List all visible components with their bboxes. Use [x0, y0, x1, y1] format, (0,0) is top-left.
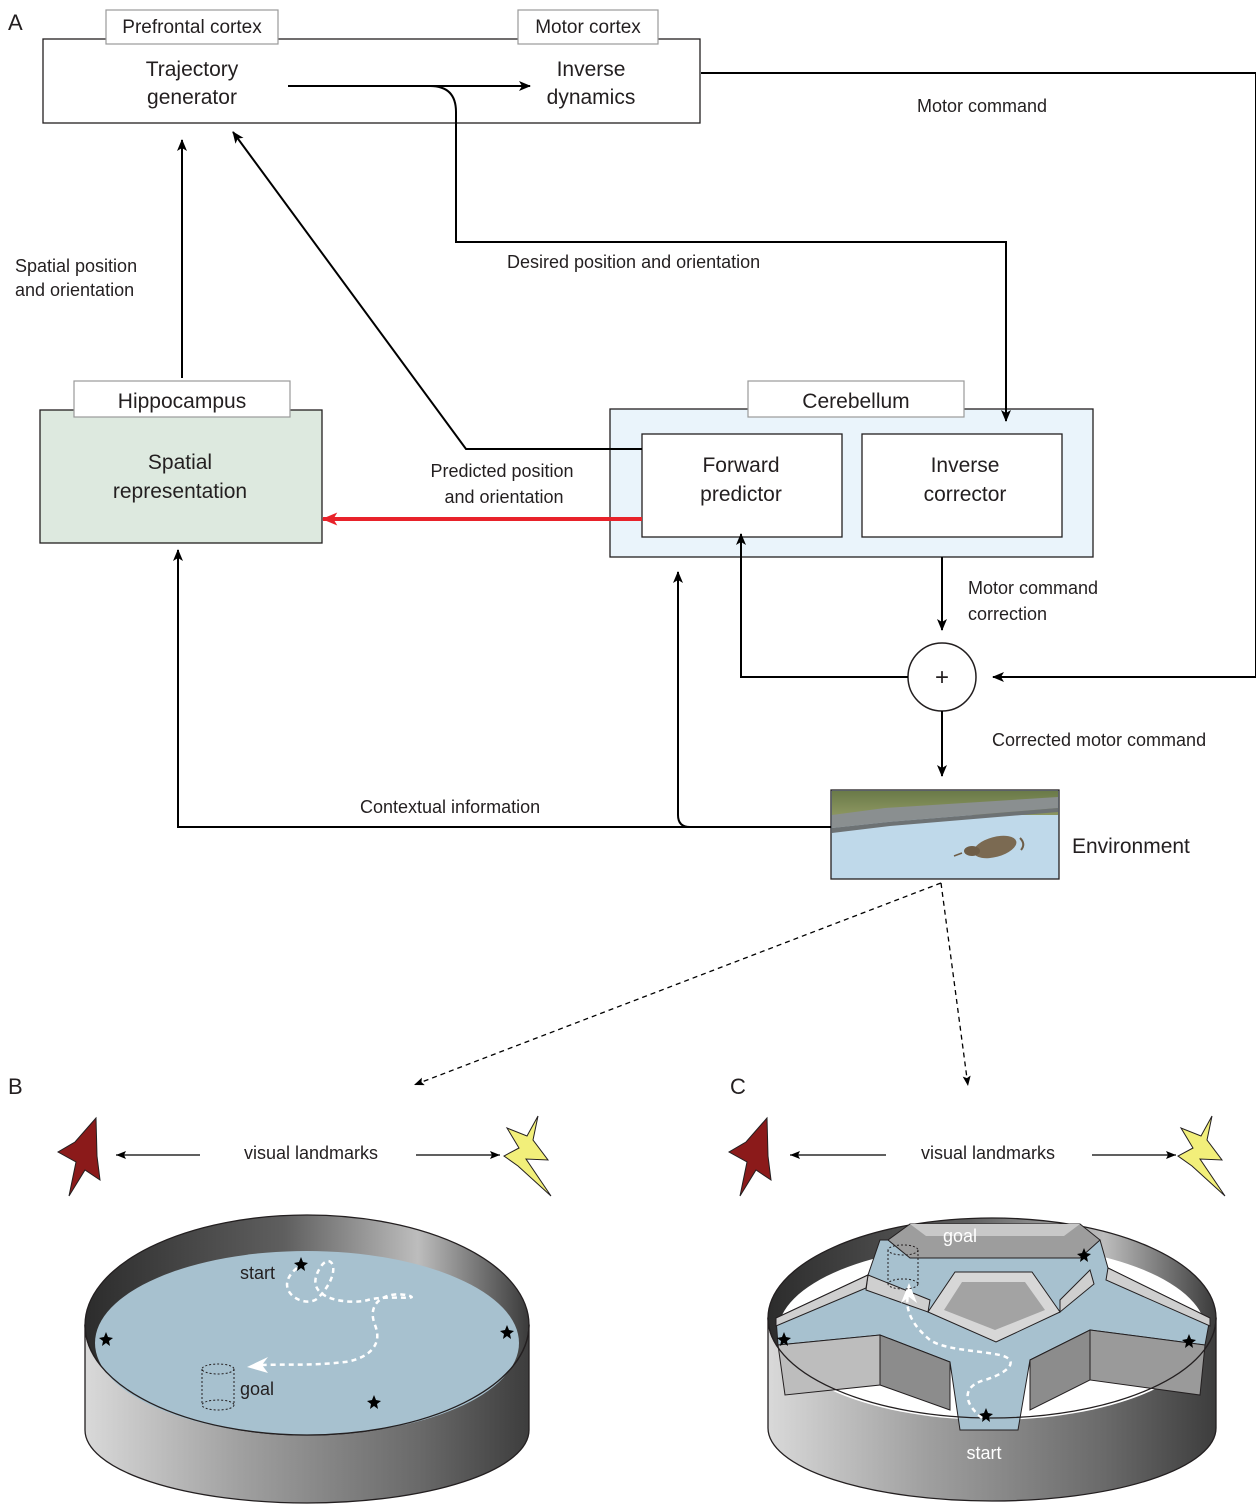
- arrow-forward-to-trajectory: [232, 131, 642, 450]
- start-label-c: start: [966, 1443, 1001, 1463]
- goal-label-c: goal: [943, 1226, 977, 1246]
- arrow-sum-to-forward: [736, 533, 908, 678]
- inverse-corrector-line1: Inverse: [931, 454, 1000, 477]
- panel-label-a: A: [8, 10, 23, 35]
- visual-landmarks-label-c: visual landmarks: [921, 1143, 1055, 1163]
- visual-landmarks-label-b: visual landmarks: [244, 1143, 378, 1163]
- yellow-star-landmark-c: [1177, 1115, 1226, 1197]
- wall-cue-star-b3: [500, 1325, 514, 1339]
- dashed-arrow-to-panel-c: [940, 882, 971, 1087]
- cortex-box: [42, 38, 701, 124]
- hippocampus-box: [39, 409, 323, 544]
- prefrontal-cortex-label: Prefrontal cortex: [122, 17, 262, 38]
- arrow-desired-to-inverse-corrector: [429, 85, 1011, 422]
- panel-label-c: C: [730, 1074, 746, 1099]
- wall-cue-star-c3: [1182, 1334, 1196, 1348]
- swim-path-b: [261, 1259, 414, 1367]
- arrow-context-to-cerebellum: [673, 571, 691, 828]
- inverse-dynamics-line1: Inverse: [557, 58, 626, 81]
- inverse-corrector-box: [861, 433, 1063, 538]
- wall-cue-star-b2: [99, 1332, 113, 1346]
- spatial-representation-line1: Spatial: [148, 451, 212, 474]
- swim-path-arrowhead-c: [901, 1283, 917, 1303]
- desired-position-label: Desired position and orientation: [507, 252, 760, 272]
- forward-predictor-line1: Forward: [702, 454, 779, 477]
- hippocampus-tab: [73, 380, 291, 418]
- yellow-star-landmark: [503, 1115, 552, 1197]
- environment-label: Environment: [1072, 835, 1190, 858]
- spatial-position-line2: and orientation: [15, 280, 134, 300]
- swim-path-arrowhead-b: [247, 1357, 268, 1373]
- motor-cortex-label: Motor cortex: [535, 17, 641, 38]
- predicted-position-line2: and orientation: [444, 487, 563, 507]
- cerebellum-label: Cerebellum: [802, 390, 909, 413]
- predicted-position-line1: Predicted position: [430, 461, 573, 481]
- star-maze-c: [767, 1217, 1217, 1502]
- corrected-command-label: Corrected motor command: [992, 730, 1206, 750]
- water-maze-b: [84, 1214, 530, 1504]
- environment-image: [830, 789, 1060, 880]
- trajectory-generator-line1: Trajectory: [146, 58, 239, 81]
- contextual-information-label: Contextual information: [360, 797, 540, 817]
- wall-cue-star-c2: [777, 1332, 791, 1346]
- prefrontal-tab: [105, 9, 279, 45]
- forward-predictor-box: [641, 433, 843, 538]
- dashed-arrow-to-panel-b: [413, 882, 942, 1086]
- motor-correction-line2: correction: [968, 604, 1047, 624]
- inverse-dynamics-line2: dynamics: [547, 86, 636, 109]
- forward-predictor-line2: predictor: [700, 483, 782, 506]
- wall-cue-star-b1: [294, 1257, 308, 1271]
- arrow-context-to-spatial: [173, 549, 831, 828]
- summation-symbol: +: [935, 664, 949, 691]
- hidden-platform-c: [887, 1244, 919, 1290]
- start-label-b: start: [240, 1263, 275, 1283]
- spatial-position-line1: Spatial position: [15, 256, 137, 276]
- wall-cue-star-b4: [367, 1395, 381, 1409]
- wall-cue-star-c4: [979, 1408, 993, 1422]
- motor-correction-line1: Motor command: [968, 578, 1098, 598]
- panel-label-b: B: [8, 1074, 23, 1099]
- arrow-motor-command: [701, 72, 1256, 682]
- hidden-platform-b: [201, 1363, 235, 1411]
- hippocampus-label: Hippocampus: [118, 390, 246, 413]
- red-star-landmark: [56, 1116, 101, 1197]
- inverse-corrector-line2: corrector: [924, 483, 1007, 506]
- motor-cortex-tab: [517, 9, 659, 45]
- cerebellum-tab: [747, 380, 965, 418]
- trajectory-generator-line2: generator: [147, 86, 237, 109]
- red-star-landmark-c: [727, 1116, 772, 1197]
- motor-command-label: Motor command: [917, 96, 1047, 116]
- goal-label-b: goal: [240, 1379, 274, 1399]
- spatial-representation-line2: representation: [113, 480, 247, 503]
- wall-cue-star-c1: [1077, 1248, 1091, 1262]
